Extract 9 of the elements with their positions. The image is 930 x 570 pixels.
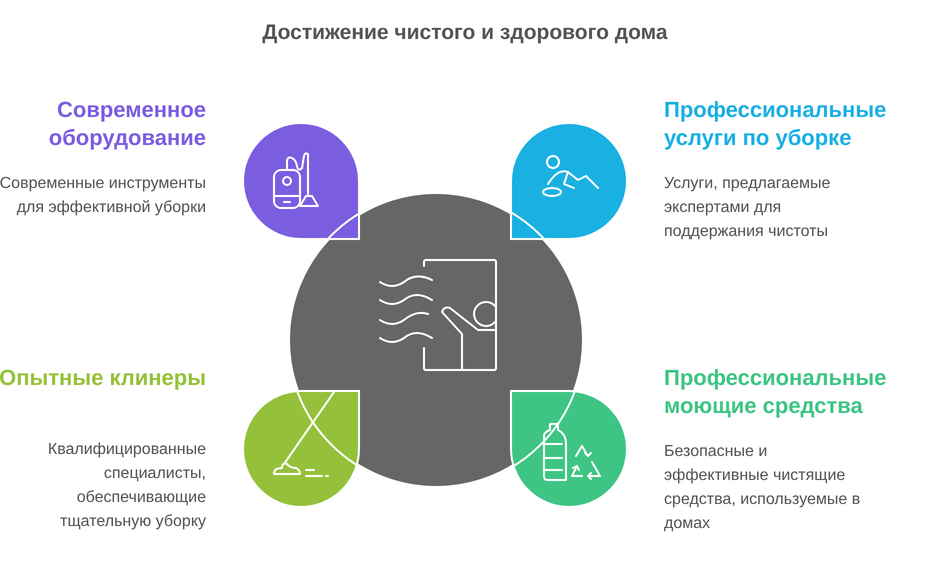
section-heading: Опытные клинеры — [0, 364, 206, 392]
section-description: Современные инструменты для эффективной уборки — [0, 174, 206, 218]
section-description: Безопасные и эффективные чистящие средства, используемые в домах — [664, 442, 862, 534]
diagram-title: Достижение чистого и здорового дома — [261, 20, 669, 46]
section-description: Услуги, предлагаемые экспертами для поддержания чистоты — [664, 174, 832, 242]
section-heading: Профессиональные моющие средства — [664, 364, 888, 420]
section-description: Квалифицированные специалисты, обеспечивающие тщательную уборку — [46, 440, 206, 532]
section-heading: Профессиональные услуги по уборке — [664, 96, 888, 152]
section-heading: Современное оборудование — [48, 96, 206, 152]
